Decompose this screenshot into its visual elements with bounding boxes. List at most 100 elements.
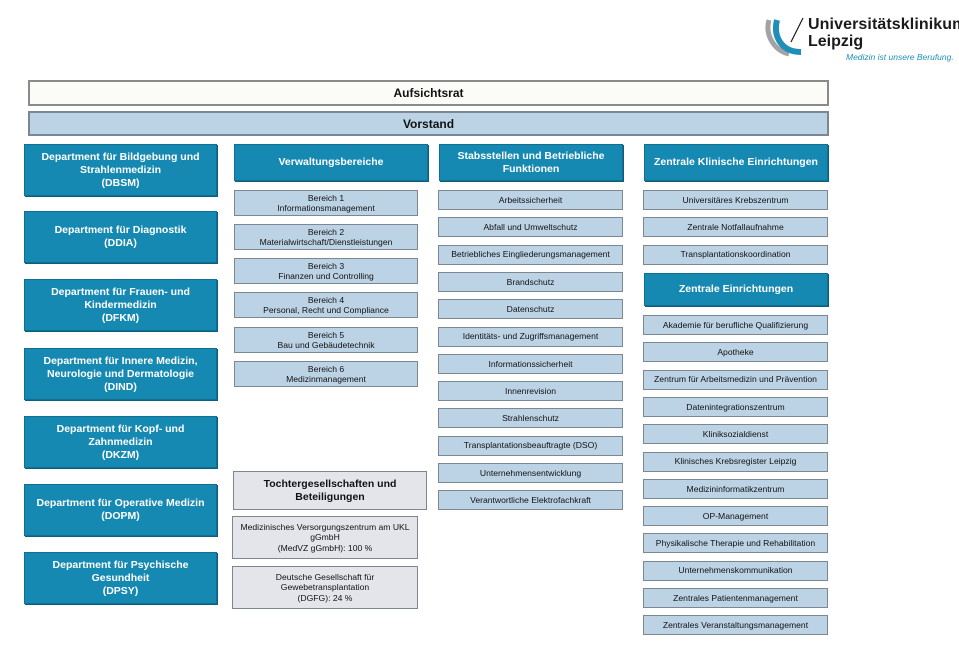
stabsstelle-item: Unternehmensentwicklung [438, 463, 623, 483]
ze-item: Akademie für berufliche Qualifizierung [643, 315, 828, 335]
stabsstelle-item: Innenrevision [438, 381, 623, 402]
department-text: Department für Innere Medizin,Neurologie… [43, 355, 197, 394]
zke-label: Zentrale Notfallaufnahme [687, 222, 784, 233]
stabsstelle-label: Informationssicherheit [488, 358, 573, 369]
tochter-line2: gGmbH [310, 532, 340, 543]
stabsstellen-header-line1: Stabsstellen und Betriebliche [457, 149, 605, 162]
department-abbreviation: (DPSY) [102, 584, 139, 597]
zke-item: Transplantationskoordination [643, 244, 828, 265]
department-name-line2: Strahlenmedizin [79, 163, 162, 176]
stabsstelle-label: Innenrevision [504, 385, 557, 396]
ze-label: Kliniksozialdienst [702, 428, 769, 439]
stabsstelle-label: Identitäts- und Zugriffsmanagement [462, 331, 599, 342]
department-text: Department für Operative Medizin(DOPM) [36, 497, 204, 523]
zentrale-einrichtungen-header: Zentrale Einrichtungen [644, 273, 828, 306]
tochter-line3: (DGFG): 24 % [297, 592, 353, 603]
department-name-line1: Department für Diagnostik [54, 224, 187, 236]
ze-label: Klinisches Krebsregister Leipzig [674, 456, 797, 467]
zke-label: Universitäres Krebszentrum [682, 194, 789, 205]
ze-label: Zentrum für Arbeitsmedizin und Präventio… [654, 374, 817, 385]
department-name-line1: Department für Psychische [52, 558, 189, 571]
stabsstelle-label: Datenschutz [506, 303, 555, 314]
ze-label: Medizininformatikzentrum [686, 483, 785, 494]
ze-item: Apotheke [643, 342, 828, 363]
department-name-line2: Neurologie und Dermatologie [46, 367, 194, 380]
stabsstelle-label: Abfall und Umweltschutz [483, 222, 578, 233]
ze-label: Unternehmenskommunikation [678, 565, 793, 576]
ze-label: Apotheke [717, 347, 754, 358]
ze-item: Kliniksozialdienst [643, 424, 828, 445]
ze-item: OP-Management [643, 506, 828, 527]
verwaltungsbereiche-title: Verwaltungsbereiche [278, 156, 384, 168]
ze-item: Medizininformatikzentrum [643, 478, 828, 499]
stabsstelle-label: Betriebliches Eingliederungsmanagement [451, 249, 610, 260]
logo-name-line2: Leipzig [808, 33, 864, 50]
ze-item: Zentrales Veranstaltungsmanagement [643, 615, 828, 636]
tochter-line2: Gewebetransplantation [280, 582, 370, 593]
bereich-name: Bau und Gebäudetechnik [277, 340, 375, 350]
ze-item: Zentrum für Arbeitsmedizin und Präventio… [643, 369, 828, 390]
ze-label: Zentrales Patientenmanagement [673, 592, 798, 603]
zke-label: Transplantationskoordination [680, 249, 791, 260]
department-abbreviation: (DDIA) [104, 237, 137, 249]
bereich-number: Bereich 6 [307, 363, 345, 374]
department-name-line1: Department für Kopf- und [56, 422, 185, 435]
department-box: Department für Diagnostik(DDIA) [24, 211, 217, 263]
zentrale-klinische-einrichtungen-header: Zentrale Klinische Einrichtungen [644, 144, 828, 181]
stabsstelle-item: Identitäts- und Zugriffsmanagement [438, 326, 623, 347]
ze-label: Akademie für berufliche Qualifizierung [662, 319, 809, 330]
aufsichtsrat-label: Aufsichtsrat [393, 86, 464, 100]
tochter-line3: (MedVZ gGmbH): 100 % [277, 542, 373, 553]
bereich-number: Bereich 4 [307, 294, 345, 305]
stabsstelle-label: Arbeitssicherheit [498, 194, 563, 205]
stabsstelle-item: Verantwortliche Elektrofachkraft [438, 490, 623, 511]
stabsstelle-item: Informationssicherheit [438, 353, 623, 374]
tochter-line1: Deutsche Gesellschaft für [275, 571, 375, 582]
stabsstelle-item: Strahlenschutz [438, 408, 623, 429]
department-abbreviation: (DBSM) [101, 176, 140, 189]
ze-label: Zentrales Veranstaltungsmanagement [662, 620, 809, 631]
stabsstellen-header-line2: Funktionen [502, 162, 560, 175]
stabsstelle-label: Strahlenschutz [502, 413, 559, 424]
bereich-name: Informationsmanagement [277, 203, 375, 213]
logo-tagline: Medizin ist unsere Berufung. [846, 52, 954, 62]
department-text: Department für Diagnostik(DDIA) [55, 224, 187, 250]
department-box: Department für Operative Medizin(DOPM) [24, 484, 217, 536]
bereich-number: Bereich 2 [307, 226, 345, 237]
ze-item: Datenintegrationszentrum [643, 396, 828, 417]
logo-name-line1: Universitätsklinikum [808, 16, 959, 33]
department-abbreviation: (DIND) [104, 380, 137, 393]
bereich-name: Materialwirtschaft/Dienstleistungen [259, 237, 393, 247]
zke-item: Universitäres Krebszentrum [643, 190, 828, 210]
bereich-name: Finanzen und Controlling [278, 271, 374, 281]
ze-item: Klinisches Krebsregister Leipzig [643, 451, 828, 472]
stabsstelle-item: Datenschutz [438, 299, 623, 320]
department-abbreviation: (DKZM) [101, 448, 140, 461]
stabsstelle-item: Abfall und Umweltschutz [438, 217, 623, 238]
department-abbreviation: (DFKM) [101, 311, 140, 324]
bereich-number: Bereich 1 [307, 192, 345, 203]
ze-item: Unternehmenskommunikation [643, 560, 828, 581]
department-name-line1: Department für Operative Medizin [36, 497, 205, 509]
stabsstelle-item: Betriebliches Eingliederungsmanagement [438, 244, 623, 265]
vorstand-label: Vorstand [402, 116, 455, 131]
bereich-name: Medizinmanagement [286, 374, 366, 384]
stabsstelle-item: Transplantationsbeauftragte (DSO) [438, 435, 623, 456]
aufsichtsrat-box: Aufsichtsrat [28, 80, 829, 106]
ze-label: OP-Management [702, 510, 769, 521]
ze-label: Datenintegrationszentrum [686, 401, 785, 412]
